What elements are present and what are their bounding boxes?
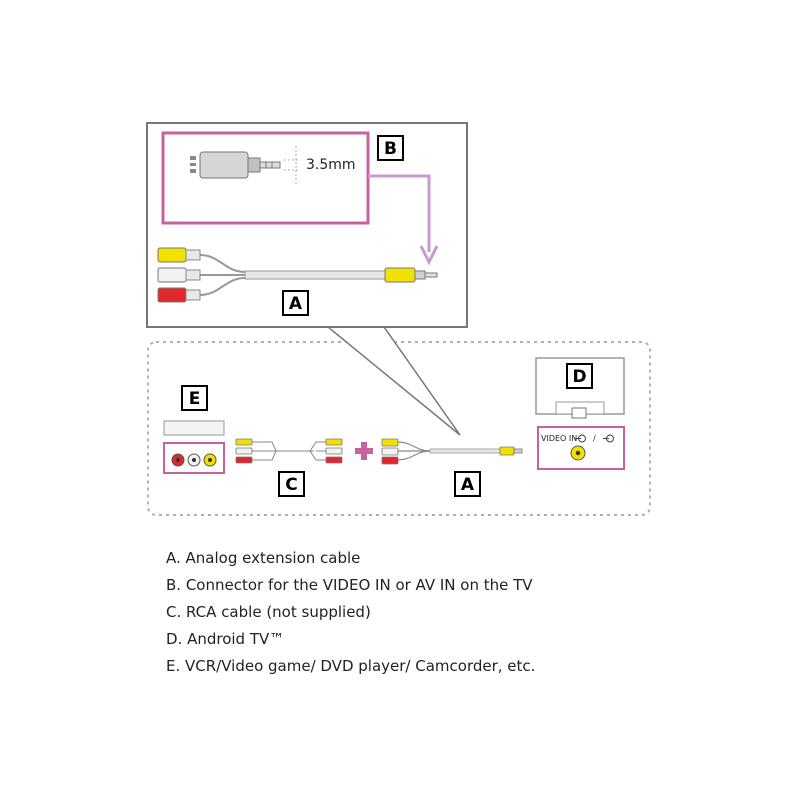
label-b-box — [377, 135, 404, 161]
mini-plug-icon — [190, 151, 281, 179]
label-c-box — [278, 471, 305, 497]
source-device-icon — [163, 420, 225, 474]
tv-port-separator: / — [593, 434, 596, 443]
dimension-lines — [284, 146, 300, 186]
label-d-box — [566, 363, 593, 389]
legend-item-b: B. Connector for the VIDEO IN or AV IN o… — [166, 576, 533, 594]
label-a: A — [461, 475, 475, 495]
label-a-callout: A — [289, 294, 303, 314]
plus-icon — [355, 442, 373, 460]
legend-item-e: E. VCR/Video game/ DVD player/ Camcorder… — [166, 657, 536, 675]
label-a-callout-box — [282, 290, 309, 316]
video-in-jack — [570, 445, 586, 461]
video-in-icon — [575, 434, 586, 443]
connection-diagram: 3.5mm B A E — [146, 122, 651, 516]
label-d: D — [572, 367, 586, 387]
label-e-box — [181, 385, 208, 411]
analog-extension-cable — [381, 438, 523, 465]
rca-cable — [235, 438, 343, 464]
legend-item-a: A. Analog extension cable — [166, 549, 361, 567]
av-in-icon — [603, 434, 614, 443]
tv-port-label: VIDEO IN — [541, 434, 577, 443]
label-b: B — [384, 139, 397, 159]
label-c: C — [285, 475, 297, 495]
analog-extension-cable-zoomed — [157, 247, 438, 303]
connector-dimension: 3.5mm — [306, 157, 356, 173]
arrow-down-icon — [368, 174, 439, 266]
legend-list: A. Analog extension cable B. Connector f… — [166, 545, 535, 680]
legend-item-c: C. RCA cable (not supplied) — [166, 603, 371, 621]
connector-detail-box — [161, 131, 370, 225]
label-a-box — [454, 471, 481, 497]
setup-panel — [147, 341, 651, 516]
legend-item-d: D. Android TV™ — [166, 630, 285, 648]
label-e: E — [189, 389, 201, 409]
